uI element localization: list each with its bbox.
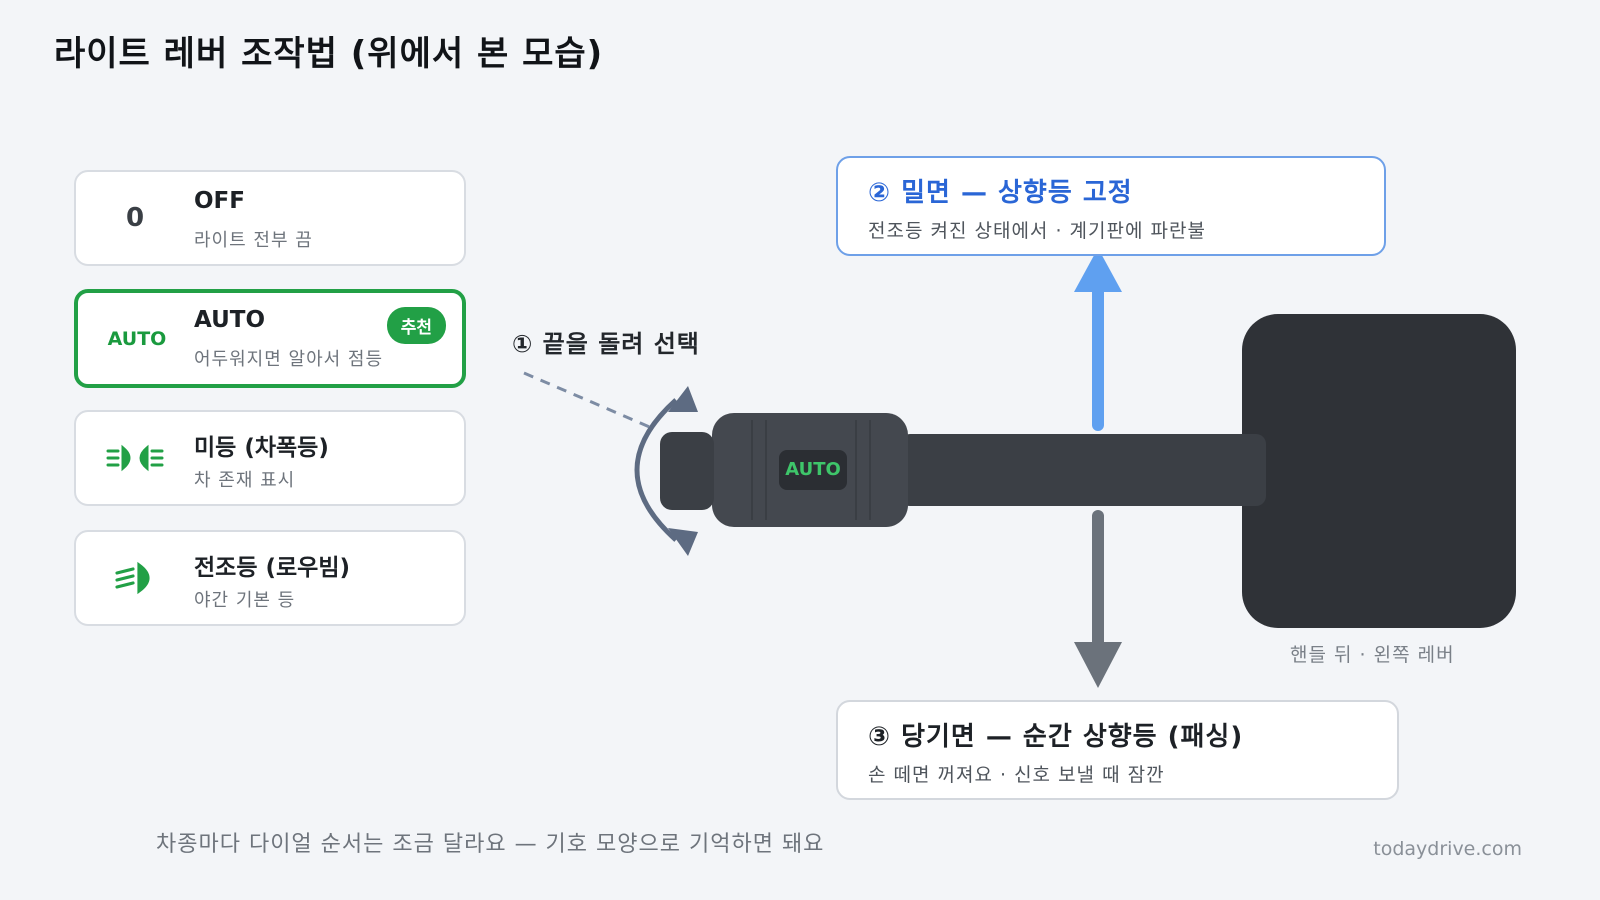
mode-card-low-beam[interactable]: 전조등 (로우빔) 야간 기본 등 xyxy=(74,530,466,626)
mode-title: 미등 (차폭등) xyxy=(194,435,329,461)
push-title: ② 밀면 — 상향등 고정 xyxy=(868,178,1133,208)
push-desc: 전조등 켜진 상태에서 · 계기판에 파란불 xyxy=(868,220,1206,242)
mode-desc: 야간 기본 등 xyxy=(194,590,296,611)
lever-tip[interactable] xyxy=(660,432,714,510)
mode-card-parking[interactable]: 미등 (차폭등) 차 존재 표시 xyxy=(74,410,466,506)
pull-callout: ③ 당기면 — 순간 상향등 (패싱) 손 떼면 꺼져요 · 신호 보낼 때 잠… xyxy=(836,700,1399,800)
mode-desc: 라이트 전부 끔 xyxy=(194,230,313,251)
dial-indicator xyxy=(779,450,847,490)
mode-desc: 차 존재 표시 xyxy=(194,470,296,491)
rotate-arc xyxy=(634,398,678,542)
pull-desc: 손 떼면 꺼져요 · 신호 보낼 때 잠깐 xyxy=(868,764,1165,786)
mode-title: AUTO xyxy=(194,307,266,333)
pull-arrow-head-icon xyxy=(1074,642,1122,688)
lever-caption: 핸들 뒤 · 왼쪽 레버 xyxy=(1290,644,1455,666)
off-symbol: 0 xyxy=(125,203,145,233)
mode-title: OFF xyxy=(194,188,245,214)
site-credit: todaydrive.com xyxy=(1373,838,1522,860)
mode-card-auto[interactable]: AUTO AUTO 어두워지면 알아서 점등 추천 xyxy=(74,289,466,388)
page-title: 라이트 레버 조작법 (위에서 본 모습) xyxy=(54,34,604,74)
auto-symbol: AUTO xyxy=(107,327,167,350)
steering-column xyxy=(1242,314,1516,628)
mode-desc: 어두워지면 알아서 점등 xyxy=(194,349,384,370)
mode-card-off[interactable]: 0 OFF 라이트 전부 끔 xyxy=(74,170,466,266)
lever-stalk xyxy=(900,434,1266,506)
footnote: 차종마다 다이얼 순서는 조금 달라요 — 기호 모양으로 기억하면 돼요 xyxy=(156,832,825,857)
push-callout: ② 밀면 — 상향등 고정 전조등 켜진 상태에서 · 계기판에 파란불 xyxy=(836,156,1386,256)
dashed-pointer xyxy=(523,371,653,430)
dial-label: AUTO xyxy=(785,459,841,480)
step1-label: ① 끝을 돌려 선택 xyxy=(512,330,700,358)
pull-title: ③ 당기면 — 순간 상향등 (패싱) xyxy=(868,722,1244,752)
low-beam-icon xyxy=(115,561,150,595)
mode-title: 전조등 (로우빔) xyxy=(194,555,350,581)
parking-lights-icon xyxy=(106,444,164,472)
rotate-arrow-up-icon xyxy=(668,386,698,412)
push-arrow-head-icon xyxy=(1074,248,1122,292)
recommended-badge: 추천 xyxy=(386,307,446,344)
rotate-arrow-down-icon xyxy=(668,528,698,556)
